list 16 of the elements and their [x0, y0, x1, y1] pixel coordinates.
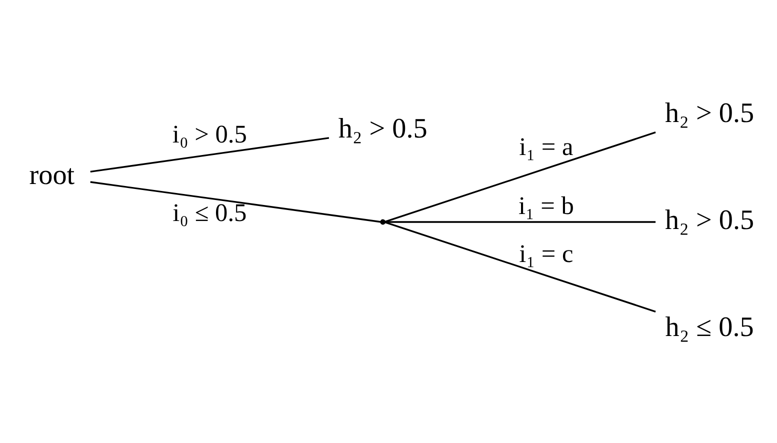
node-text: root: [29, 159, 75, 190]
connector: [384, 221, 656, 312]
connector: [90, 136, 330, 172]
node-text: h₂ > 0.5: [665, 204, 754, 236]
connector: [90, 180, 381, 222]
connector: [385, 220, 656, 222]
edge-label: i₀ > 0.5: [172, 120, 247, 148]
edge-label: i₁ = a: [519, 132, 574, 160]
edge-label: i₀ ≤ 0.5: [172, 198, 247, 227]
node-text: h₂ ≤ 0.5: [665, 312, 754, 343]
node-text: h₂ > 0.5: [338, 113, 428, 144]
edge-label: i₁ = c: [519, 239, 574, 268]
connector: [384, 131, 656, 222]
node-point: [380, 218, 386, 224]
node-text: h₂ > 0.5: [665, 98, 754, 129]
edge-label: i₁ = b: [518, 192, 574, 220]
